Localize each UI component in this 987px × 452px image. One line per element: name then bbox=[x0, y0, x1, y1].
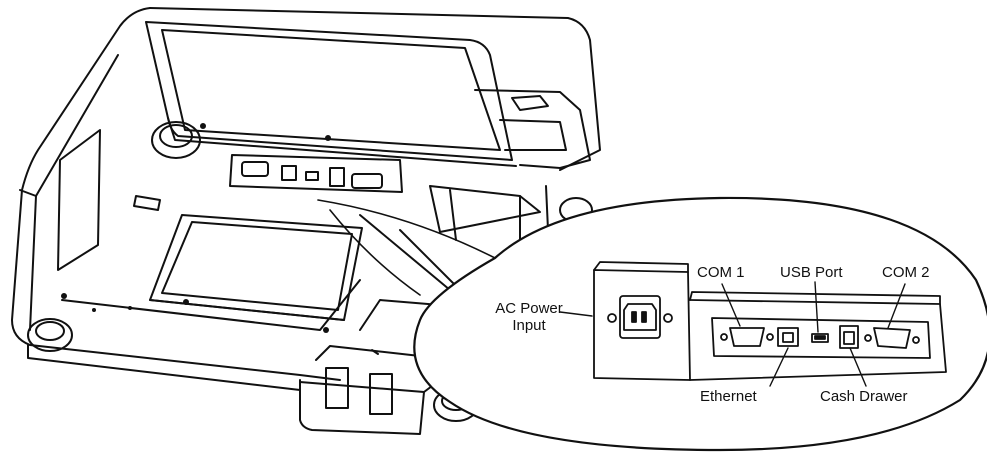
usb-port-icon bbox=[811, 333, 829, 343]
underside-recess bbox=[61, 195, 363, 331]
ac-power-label-line1: AC Power bbox=[495, 300, 563, 317]
usb-port-label: USB Port bbox=[780, 264, 843, 281]
display-tower bbox=[145, 21, 591, 169]
housing-outline bbox=[11, 7, 601, 391]
leader-lines bbox=[559, 281, 906, 387]
com2-port-icon bbox=[873, 327, 911, 349]
cash-drawer-port-icon bbox=[839, 325, 859, 349]
ethernet-port-icon bbox=[777, 327, 799, 347]
cash-drawer-label: Cash Drawer bbox=[820, 388, 908, 405]
screw-holes bbox=[61, 123, 331, 333]
com2-label: COM 2 bbox=[882, 264, 930, 281]
callout-bubble bbox=[317, 196, 987, 452]
ac-power-input-label: AC Power Input bbox=[480, 300, 578, 334]
com1-port-icon bbox=[729, 327, 765, 347]
ethernet-label: Ethernet bbox=[700, 388, 757, 405]
com1-label: COM 1 bbox=[697, 264, 745, 281]
ac-power-label-line2: Input bbox=[512, 317, 546, 334]
rear-connector-panel bbox=[229, 154, 403, 193]
